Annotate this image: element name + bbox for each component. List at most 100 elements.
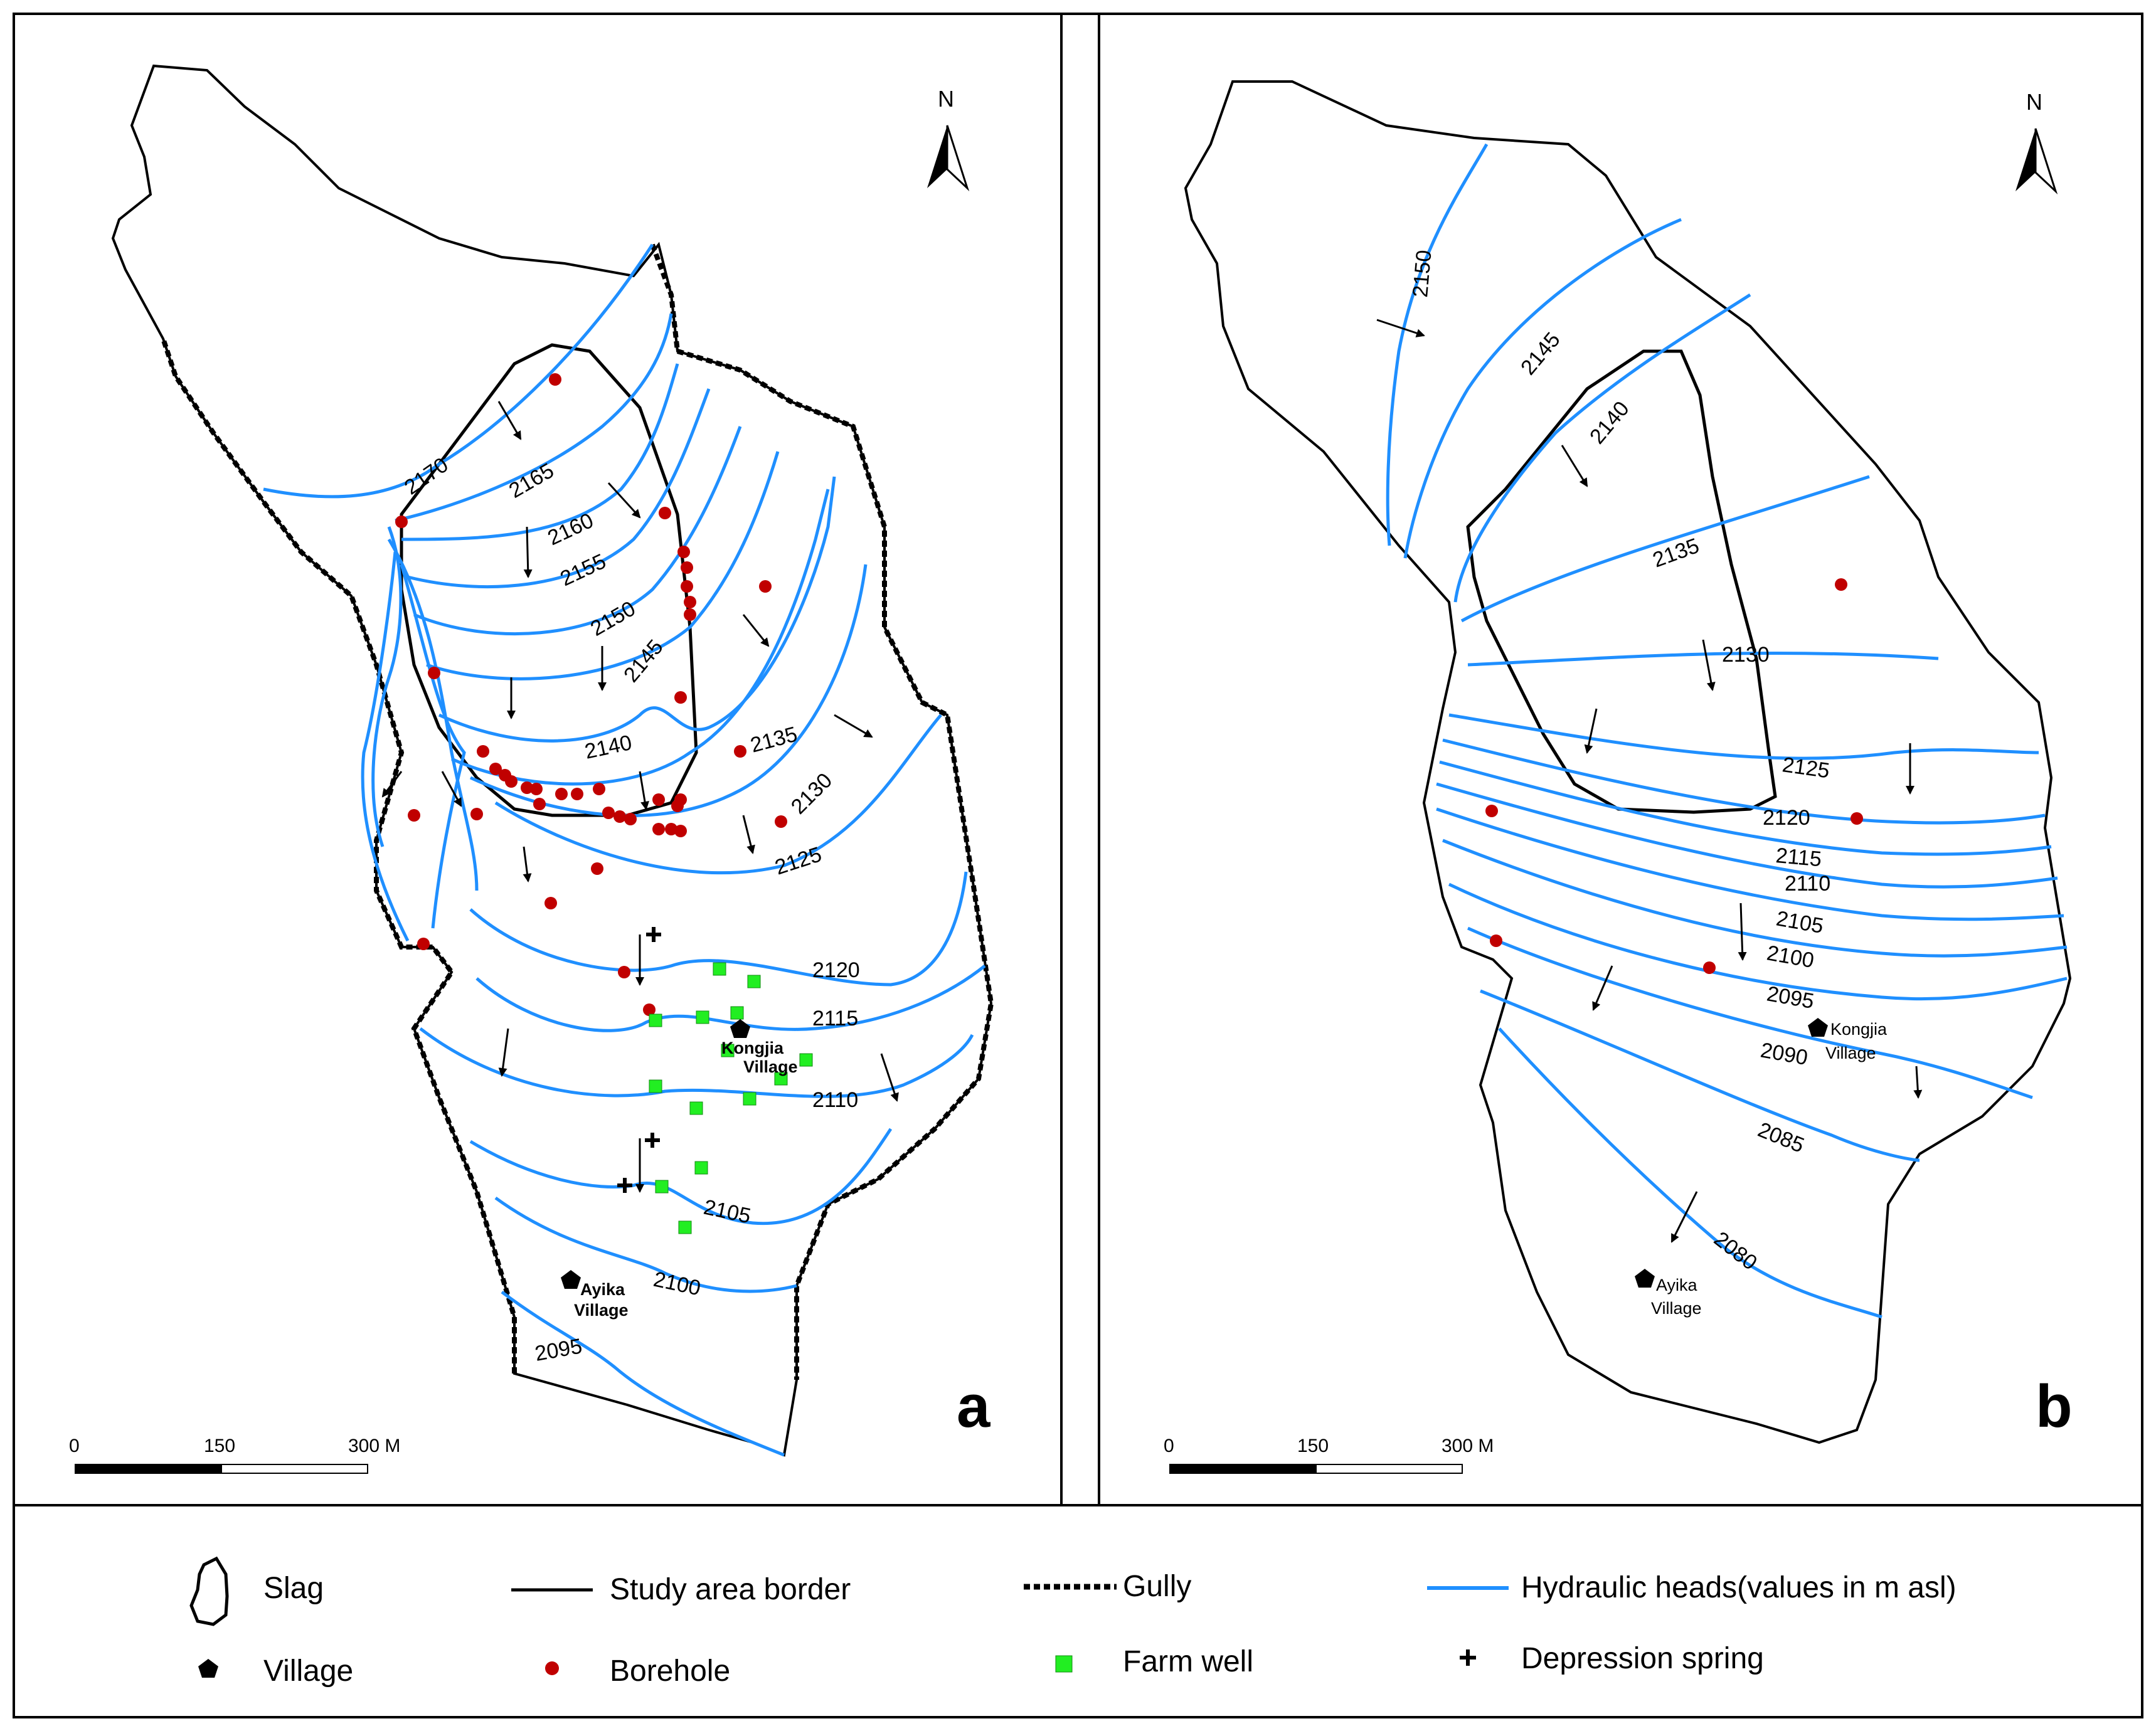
- contour-2155: [407, 388, 711, 589]
- contour-label-2155: 2155: [556, 549, 610, 591]
- panel-b-slag: [1466, 349, 1777, 814]
- panel-a-boreholes: [395, 373, 787, 1016]
- b-contour-2090: [1467, 926, 2033, 1099]
- panel-a-contour-labels: 2170 2165 2160 2155 2150 2145 2140 2135 …: [400, 453, 860, 1366]
- panel-b-outline: [1184, 80, 2072, 1444]
- b-contour-label-2120: 2120: [1763, 806, 1810, 830]
- b-contour-label-2135: 2135: [1650, 534, 1702, 573]
- contour-2100: [494, 1196, 797, 1293]
- b-contour-label-2090: 2090: [1759, 1038, 1810, 1070]
- panel-b-north-arrow: N: [2015, 89, 2058, 195]
- legend-depression-spring-symbol: [1460, 1649, 1476, 1666]
- b-contour-2145: [1403, 218, 1682, 559]
- contour-2165: [395, 313, 673, 522]
- legend-hydraulic-label: Hydraulic heads(values in m asl): [1521, 1571, 1957, 1604]
- panel-b-letter: b: [2036, 1373, 2073, 1440]
- legend-slag-symbol: [189, 1556, 229, 1626]
- contour-label-2110: 2110: [812, 1088, 858, 1112]
- b-village-ayika-label-1: Ayika: [1656, 1276, 1698, 1294]
- panel-a-flow-arrows: [381, 401, 899, 1193]
- contour-label-2130: 2130: [787, 768, 837, 818]
- panel-a-slag-outline: [111, 64, 993, 1457]
- b-village-kongjia-label-1: Kongjia: [1830, 1020, 1888, 1039]
- panel-a-north-label: N: [938, 86, 954, 112]
- legend-borehole-symbol: [545, 1661, 559, 1675]
- b-contour-label-2130: 2130: [1722, 643, 1770, 667]
- b-village-ayika-label-2: Village: [1651, 1299, 1702, 1318]
- legend-depression-spring-label: Depression spring: [1521, 1642, 1764, 1675]
- panel-b-flow-arrows: [1376, 319, 1923, 1243]
- contour-2150: [413, 426, 742, 635]
- contour-label-2100: 2100: [651, 1268, 703, 1301]
- b-contour-2080: [1498, 1027, 1883, 1319]
- b-contour-label-2150: 2150: [1408, 249, 1436, 299]
- panel-a-depression-springs: [617, 927, 661, 1193]
- b-village-ayika-marker: [1635, 1269, 1655, 1288]
- b-contour-2095: [1448, 882, 2068, 1001]
- panel-b-scale-0: 0: [1164, 1436, 1174, 1456]
- panel-a-contours: [263, 243, 986, 1457]
- b-contour-2130: [1467, 651, 1939, 667]
- b-village-kongjia-marker: [1808, 1018, 1828, 1037]
- panel-a-slag: [400, 343, 698, 817]
- contour-2145: [426, 451, 780, 680]
- contour-label-2125: 2125: [772, 842, 825, 880]
- contour-2170: [263, 243, 654, 499]
- contour-label-2135: 2135: [748, 722, 800, 757]
- panel-b-villages: Kongjia Village Ayika Village: [1635, 1018, 1888, 1318]
- panel-a-gully: [161, 243, 994, 1380]
- b-contour-2115: [1439, 760, 2052, 856]
- b-contour-2120: [1442, 738, 2046, 825]
- panel-a-north-arrow: N: [927, 86, 970, 192]
- b-contour-label-2105: 2105: [1775, 906, 1825, 938]
- village-kongjia-label-1: Kongjia: [721, 1039, 784, 1057]
- panel-b-north-label: N: [2026, 89, 2042, 115]
- b-contour-2110: [1436, 782, 2058, 889]
- contour-2115: [475, 965, 986, 1032]
- contour-2125: [494, 714, 942, 875]
- b-contour-2100: [1442, 839, 2068, 958]
- village-ayika-label-2: Village: [574, 1301, 629, 1320]
- panel-a-farm-wells: [649, 962, 813, 1234]
- village-ayika-label-1: Ayika: [580, 1280, 625, 1299]
- legend-village-label: Village: [263, 1654, 353, 1688]
- contour-2140: [438, 476, 836, 743]
- contour-label-2160: 2160: [544, 509, 597, 550]
- contour-label-2115: 2115: [812, 1007, 858, 1030]
- b-contour-label-2140: 2140: [1585, 397, 1634, 448]
- panel-b-scale-bar: 0 150 300 M: [1164, 1436, 1494, 1474]
- village-kongjia-marker: [730, 1019, 750, 1038]
- contour-2120: [469, 871, 968, 987]
- legend-borehole-label: Borehole: [610, 1654, 730, 1688]
- contour-2110: [419, 1027, 974, 1098]
- panel-b-contour-labels: 2150 2145 2140 2135 2130 2125 2120 2115 …: [1408, 249, 1831, 1275]
- panel-b-contours: [1386, 143, 2068, 1319]
- b-contour-2140: [1453, 293, 1751, 603]
- legend: Slag Study area border Gully Hydraulic h…: [189, 1556, 1957, 1688]
- b-contour-2135: [1460, 475, 1870, 623]
- contour-2135: [450, 489, 830, 786]
- contour-2160: [401, 363, 679, 541]
- panel-a-scale-0: 0: [69, 1436, 80, 1456]
- panel-b-scale-150: 150: [1297, 1436, 1329, 1456]
- legend-village-symbol: [198, 1659, 218, 1678]
- legend-gully-label: Gully: [1123, 1570, 1191, 1603]
- b-contour-label-2115: 2115: [1775, 844, 1822, 871]
- panel-a-scale-150: 150: [204, 1436, 235, 1456]
- b-contour-2105: [1436, 807, 2064, 921]
- legend-slag-label: Slag: [263, 1572, 324, 1605]
- b-contour-2150: [1386, 143, 1489, 546]
- panel-a-scale-300: 300 M: [348, 1436, 400, 1456]
- contour-label-2165: 2165: [505, 458, 558, 503]
- panel-a-scale-bar: 0 150 300 M: [69, 1436, 400, 1474]
- legend-farm-well-symbol: [1055, 1655, 1073, 1673]
- contour-label-2105: 2105: [701, 1195, 753, 1229]
- panel-b-boreholes: [1485, 578, 1863, 974]
- village-ayika-marker: [561, 1270, 581, 1289]
- b-contour-label-2095: 2095: [1765, 982, 1816, 1014]
- panel-b: 2150 2145 2140 2135 2130 2125 2120 2115 …: [1164, 80, 2073, 1474]
- b-contour-label-2110: 2110: [1785, 872, 1830, 896]
- legend-study-area-label: Study area border: [610, 1573, 851, 1606]
- panel-a: 2170 2165 2160 2155 2150 2145 2140 2135 …: [69, 64, 994, 1474]
